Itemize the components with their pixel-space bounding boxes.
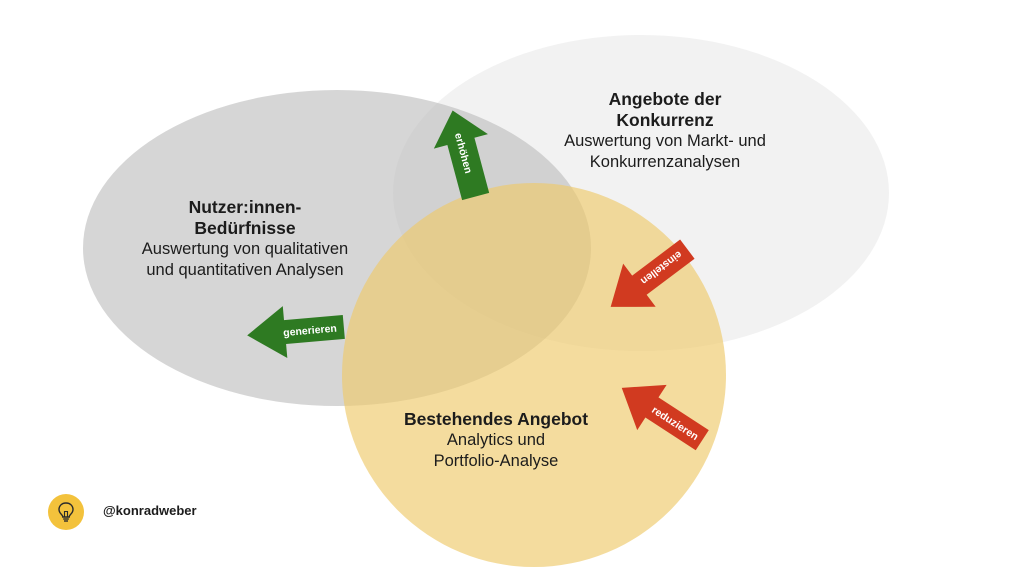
generate-arrow-label: generieren [283, 323, 338, 340]
users-label: Nutzer:innen- Bedürfnisse Auswertung von… [100, 197, 390, 281]
competition-title-line2: Konkurrenz [616, 110, 714, 130]
logo-badge [48, 494, 84, 530]
competition-sub-line2: Konkurrenzanalysen [589, 153, 741, 171]
users-title-line1: Nutzer:innen- [188, 197, 302, 217]
author-handle: @konradweber [103, 503, 197, 518]
competition-title-line1: Angebote der [608, 89, 722, 109]
users-sub-line2: und quantitativen Analysen [146, 261, 344, 279]
competition-label: Angebote der Konkurrenz Auswertung von M… [520, 89, 810, 173]
lightbulb-icon [58, 502, 74, 522]
users-title-line2: Bedürfnisse [194, 218, 296, 238]
offer-circle [342, 183, 726, 567]
raise-arrow: erhöhen [433, 110, 490, 201]
competition-sub-line1: Auswertung von Markt- und [564, 132, 766, 150]
offer-sub-line1: Analytics und [446, 431, 546, 449]
users-sub-line1: Auswertung von qualitativen [141, 240, 349, 258]
generate-arrow: generieren [247, 306, 345, 358]
offer-sub-line2: Portfolio-Analyse [433, 452, 559, 470]
offer-title: Bestehendes Angebot [403, 409, 589, 429]
offer-label: Bestehendes Angebot Analytics und Portfo… [360, 409, 632, 472]
